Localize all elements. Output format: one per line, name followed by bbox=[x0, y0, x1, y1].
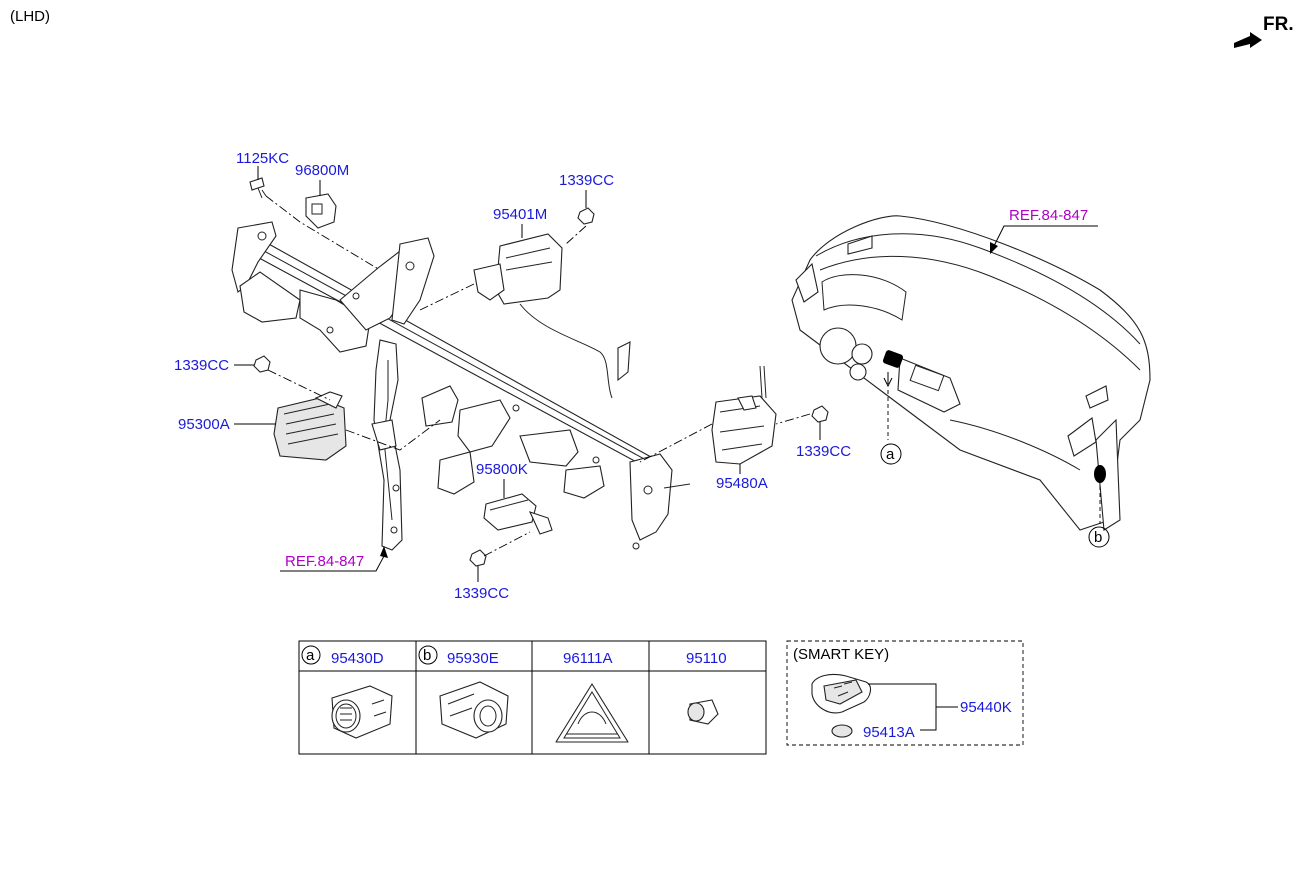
table-part-95930E: 95930E bbox=[447, 650, 499, 667]
callout-95300A: 95300A bbox=[178, 416, 230, 433]
leader-95401M-nut-dash bbox=[565, 225, 587, 245]
callout-1339CC-left: 1339CC bbox=[174, 357, 229, 374]
marker-b: b bbox=[1094, 529, 1102, 546]
leader-95300A-nut-dash bbox=[267, 369, 331, 401]
table-marker-a: a bbox=[306, 647, 315, 664]
leader-95480A-nut-dash bbox=[775, 413, 811, 425]
callout-96800M: 96800M bbox=[295, 162, 349, 179]
ref-label-right: REF.84-847 bbox=[1009, 207, 1088, 224]
marker-b-circle bbox=[1088, 526, 1110, 548]
callout-1339CC-top: 1339CC bbox=[559, 172, 614, 189]
leader-95300A-dash bbox=[345, 419, 441, 451]
smart-key-box bbox=[786, 640, 1024, 746]
leader-95800K-nut-dash bbox=[483, 531, 531, 557]
table-part-96111A: 96111A bbox=[563, 650, 613, 667]
table-part-95430D: 95430D bbox=[331, 650, 384, 667]
smart-key-fob-image bbox=[811, 673, 872, 714]
front-label: FR. bbox=[1263, 14, 1294, 35]
coin-battery-image bbox=[831, 724, 853, 738]
module-95480A bbox=[711, 365, 777, 465]
nut-1339CC-bottom bbox=[469, 549, 487, 567]
start-button-95430D-image bbox=[331, 685, 393, 739]
leader-95401M-dash bbox=[419, 283, 475, 311]
key-cylinder-95110-image bbox=[687, 699, 719, 725]
callout-1339CC-bottom: 1339CC bbox=[454, 585, 509, 602]
callout-95800K: 95800K bbox=[476, 461, 528, 478]
smart-key-title: (SMART KEY) bbox=[793, 646, 889, 663]
nut-1339CC-right bbox=[811, 405, 829, 423]
callout-95401M: 95401M bbox=[493, 206, 547, 223]
variant-label: (LHD) bbox=[10, 8, 50, 25]
nut-1339CC-top bbox=[577, 207, 595, 225]
front-arrow-icon bbox=[1234, 32, 1262, 48]
marker-a: a bbox=[886, 446, 895, 463]
table-marker-a-circle bbox=[301, 645, 321, 665]
leader-96800M-dash bbox=[265, 195, 381, 271]
module-95401M bbox=[473, 233, 631, 399]
module-95300A bbox=[273, 391, 347, 461]
crossmember-beam bbox=[231, 221, 691, 551]
smart-key-part-95440K: 95440K bbox=[960, 699, 1012, 716]
callout-1125KC: 1125KC bbox=[236, 150, 289, 167]
start-button-95930E-image bbox=[439, 681, 509, 739]
nut-1339CC-left bbox=[253, 355, 271, 373]
marker-a-circle bbox=[880, 443, 902, 465]
bolt-1125KC bbox=[249, 177, 267, 199]
module-95800K bbox=[483, 493, 553, 535]
callout-1339CC-right: 1339CC bbox=[796, 443, 851, 460]
callout-95480A: 95480A bbox=[716, 475, 768, 492]
security-label-96111A-image bbox=[555, 683, 629, 743]
parts-table bbox=[298, 640, 767, 755]
module-96800M bbox=[305, 193, 337, 229]
table-part-95110: 95110 bbox=[686, 650, 727, 667]
battery-part-95413A: 95413A bbox=[863, 724, 915, 741]
instrument-panel bbox=[791, 215, 1151, 531]
table-marker-b: b bbox=[423, 647, 431, 664]
table-marker-b-circle bbox=[418, 645, 438, 665]
ref-label-left: REF.84-847 bbox=[285, 553, 364, 570]
leader-95480A-dash bbox=[639, 423, 713, 463]
